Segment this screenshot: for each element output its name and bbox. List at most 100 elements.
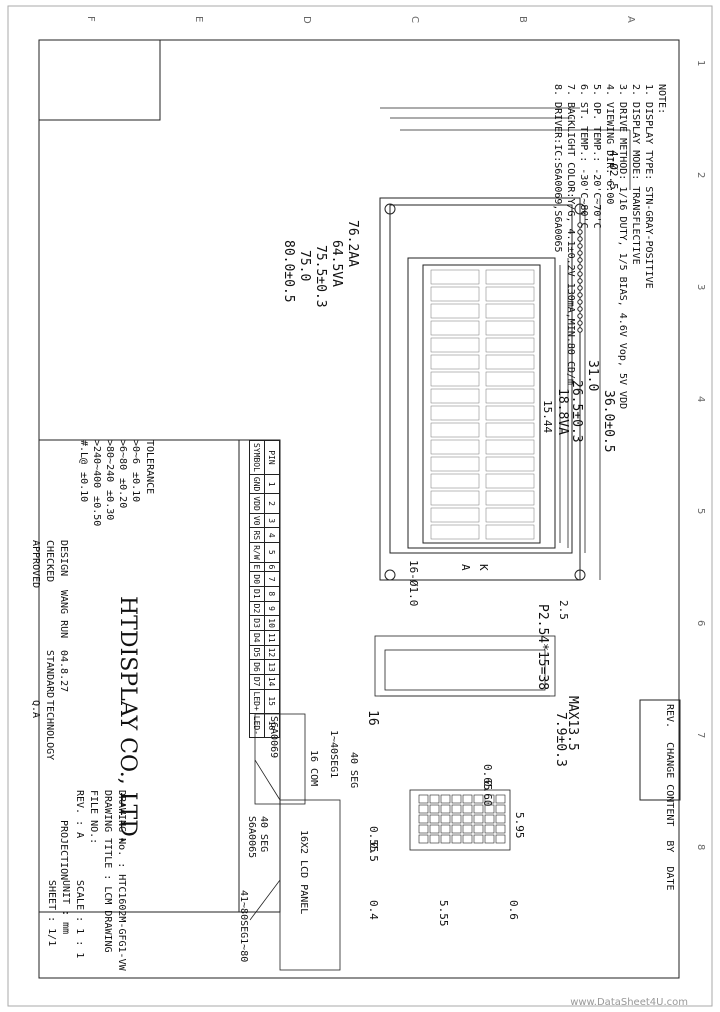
- dim-dot-c: 0.4: [367, 900, 380, 920]
- qa-label: Q.A: [30, 700, 41, 719]
- character-cell: [485, 388, 535, 404]
- pin-symbol: D5: [249, 645, 265, 660]
- scale-label: SCALE : 1 : 1: [74, 880, 85, 959]
- pin-symbol: LED-: [249, 713, 265, 738]
- pin-number: 4: [264, 527, 280, 543]
- character-cell: [485, 337, 535, 353]
- pixel-dot: [484, 814, 495, 824]
- pixel-dot: [451, 794, 462, 804]
- pixel-dot: [418, 824, 429, 834]
- tolerance-rows: >0~6±0.10>6~80±0.20>80~240±0.30>240~400±…: [77, 440, 142, 534]
- unit-label: UNIT : mm: [60, 880, 71, 935]
- revision-header: BY: [664, 840, 675, 853]
- viewing-area: [407, 257, 556, 549]
- drawing-title: DRAWING TITLE : LCM DRAWING: [102, 790, 113, 953]
- ruler-number: 4: [695, 396, 706, 403]
- character-cell: [430, 337, 480, 353]
- connector-pad: [577, 229, 583, 235]
- pixel-dot: [429, 824, 440, 834]
- character-cell: [485, 439, 535, 455]
- dim-side-16: 16: [365, 710, 380, 726]
- connector-pad: [577, 243, 583, 249]
- pixel-dot: [462, 814, 473, 824]
- note-line: 7. BACKLIGHT COLOR:Y/G, 4.1±0.2V 130mA,M…: [565, 84, 576, 386]
- pixel-dot: [440, 814, 451, 824]
- character-dot-matrix: [430, 269, 535, 540]
- pin-symbol: D3: [249, 615, 265, 631]
- ruler-number: 8: [695, 844, 706, 851]
- character-cell: [430, 269, 480, 285]
- tolerance-row: >80~240±0.30: [103, 440, 116, 534]
- dim-hole-spacing: 75.0: [297, 250, 312, 282]
- dim-va-height: 18.8VA: [555, 388, 570, 435]
- pixel-dot: [440, 804, 451, 814]
- pin-number: 9: [264, 601, 280, 616]
- note-line: 4. VIEWING DIR: 6:00: [604, 84, 615, 205]
- character-cell: [430, 490, 480, 506]
- pin-number: 7: [264, 571, 280, 587]
- pixel-detail-grid: [418, 794, 506, 844]
- block-seg1-label: 1~40SEG1: [328, 730, 339, 779]
- pin-symbol: LED+: [249, 689, 265, 714]
- dim-dot-b: 0.5: [367, 842, 380, 862]
- block-s6a0065-label: S6A0065: [246, 816, 257, 859]
- character-cell: [430, 456, 480, 472]
- side-view-body: [374, 635, 556, 697]
- pixel-dot: [451, 804, 462, 814]
- pixel-dot: [484, 824, 495, 834]
- connector-pad: [577, 264, 583, 270]
- dim-bezel-width: 26.5±0.3: [569, 380, 584, 443]
- connector-pad: [577, 278, 583, 284]
- connector-pads: [577, 222, 583, 333]
- mount-hole-4: [384, 569, 396, 581]
- checked-label: CHECKED: [44, 540, 55, 583]
- pin-symbol: R/W: [249, 542, 265, 563]
- pin-symbol: RS: [249, 527, 265, 543]
- pixel-dot: [451, 824, 462, 834]
- label-cathode: K: [477, 564, 490, 571]
- notes-title: NOTE:: [656, 84, 667, 115]
- pixel-dot: [440, 834, 451, 844]
- connector-pad: [577, 299, 583, 305]
- pin-symbol: D6: [249, 659, 265, 675]
- pixel-dot: [429, 794, 440, 804]
- ruler-number: 2: [695, 172, 706, 179]
- dim-aa-width: 76.2AA: [345, 220, 360, 267]
- pin-symbol: D1: [249, 586, 265, 602]
- ruler-letter: C: [409, 16, 420, 23]
- block-lcd-panel: [279, 799, 341, 971]
- character-cell: [430, 405, 480, 421]
- pin-symbol: VDD: [249, 493, 265, 514]
- tolerance-cell: >80~240: [104, 440, 115, 483]
- tolerance-cell: ±0.10: [78, 472, 89, 503]
- pixel-dot: [495, 824, 506, 834]
- dim-va-width: 64.5VA: [329, 240, 344, 287]
- dim-pin-pitch: P2.54*15=38: [535, 604, 550, 691]
- character-cell: [485, 303, 535, 319]
- pixel-dot: [418, 834, 429, 844]
- active-area: [422, 264, 541, 544]
- tolerance-row: #.L@±0.10: [77, 440, 90, 534]
- character-cell: [430, 524, 480, 540]
- design-date: 04.8.27: [58, 650, 69, 693]
- block-com16-label: 16 COM: [308, 750, 319, 787]
- pin-number: 5: [264, 542, 280, 563]
- ruler-number: 1: [695, 60, 706, 67]
- pin-number: 2: [264, 493, 280, 514]
- pixel-dot: [429, 814, 440, 824]
- connector-pad: [577, 285, 583, 291]
- pixel-dot: [484, 834, 495, 844]
- pin-number: 14: [264, 674, 280, 689]
- tolerance-block: [38, 39, 161, 121]
- character-cell: [430, 422, 480, 438]
- dim-hole-dia: 4-Ø2.5: [607, 150, 620, 190]
- revision-block: [639, 699, 681, 801]
- note-line: 2. DISPLAY MODE: TRANSFLECTIVE: [630, 84, 641, 265]
- block-segs-label: 41~80SEG1~80: [238, 890, 249, 963]
- pin-number: 8: [264, 586, 280, 602]
- standard-label: STANDARD: [44, 650, 55, 699]
- pixel-dot: [495, 794, 506, 804]
- pixel-dot: [429, 804, 440, 814]
- tolerance-cell: ±0.50: [91, 496, 102, 527]
